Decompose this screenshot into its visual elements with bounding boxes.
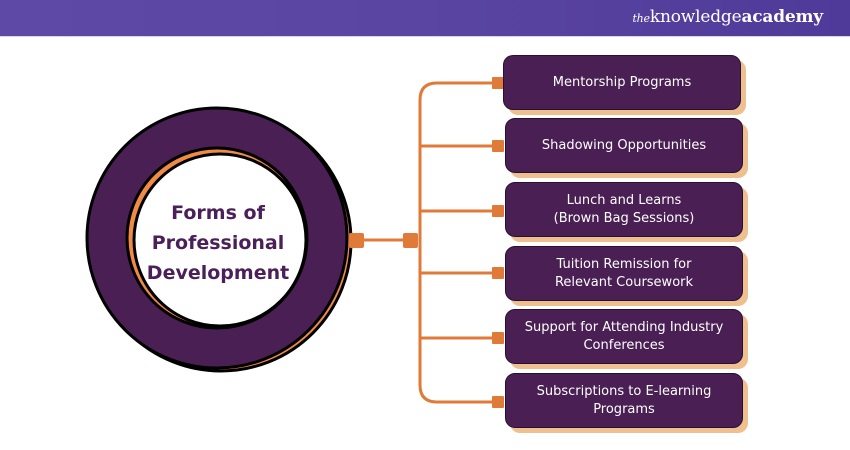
item-box-lunch-learns: Lunch and Learns (Brown Bag Sessions) bbox=[505, 182, 743, 237]
item-box-elearning: Subscriptions to E-learning Programs bbox=[505, 373, 743, 428]
item-box-tuition: Tuition Remission for Relevant Coursewor… bbox=[505, 246, 743, 301]
center-title: Forms of Professional Development bbox=[146, 202, 290, 284]
center-ring bbox=[85, 106, 353, 373]
item-box-shadowing: Shadowing Opportunities bbox=[505, 118, 743, 173]
header-bar: theknowledgeacademy bbox=[0, 0, 850, 37]
connector-branch-6 bbox=[418, 240, 498, 404]
ring-inner-white bbox=[132, 152, 308, 328]
node-square bbox=[492, 140, 504, 152]
node-square bbox=[403, 233, 418, 248]
item-box-mentorship: Mentorship Programs bbox=[503, 55, 741, 110]
node-square bbox=[492, 205, 504, 217]
node-square bbox=[349, 233, 364, 248]
node-square bbox=[492, 77, 504, 89]
brand-logo[interactable]: theknowledgeacademy bbox=[632, 7, 823, 27]
node-square bbox=[492, 267, 504, 279]
node-square bbox=[492, 332, 504, 344]
item-box-conferences: Support for Attending Industry Conferenc… bbox=[505, 309, 743, 364]
connector-nodes bbox=[349, 77, 504, 408]
connector-branch-1 bbox=[418, 81, 498, 240]
connectors bbox=[360, 81, 498, 404]
node-square bbox=[492, 396, 504, 408]
